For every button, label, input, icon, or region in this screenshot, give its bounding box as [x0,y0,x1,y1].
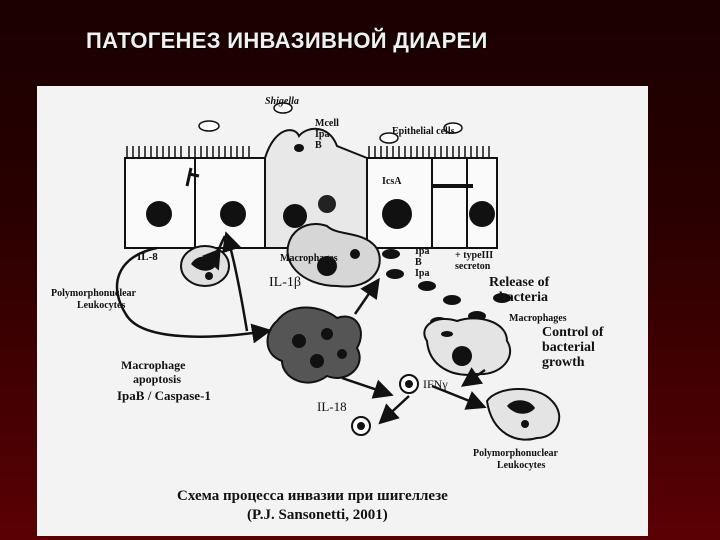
arrow-il1b [222,231,249,332]
label-macrophages-right: Macrophages [509,313,567,324]
arrow-il18 [378,395,410,425]
label-ipa-3: Ipa [415,268,429,279]
pmn-cell-bottom [485,388,561,441]
label-shigella: Shigella [265,96,299,107]
label-il1b: IL-1β [269,275,301,290]
apoptotic-macrophage [266,306,362,384]
caption-line2: (P.J. Sansonetti, 2001) [247,507,388,523]
slide-title: ПАТОГЕНЕЗ ИНВАЗИВНОЙ ДИАРЕИ [86,28,488,53]
diagram-svg: Shigella Mcell Ipa B Epithelial cells Ic… [51,96,604,523]
label-b: B [315,140,322,151]
shigella-bacteria [198,102,463,144]
label-icsa: IcsA [382,176,402,187]
label-pmn-top-1: Polymorphonuclear [51,288,137,299]
pathogenesis-diagram: Shigella Mcell Ipa B Epithelial cells Ic… [37,86,648,536]
lymphocyte-ifng [399,374,419,394]
label-release-2: bacteria [499,290,548,305]
label-apoptosis-2: apoptosis [133,372,181,386]
released-bacteria-cluster [382,249,511,327]
arrow-ifng-to-pmn [431,384,487,410]
label-ipa-2: B [415,257,422,268]
label-mcell: Mcell [315,118,339,129]
epithelial-layer [124,127,498,249]
label-release-1: Release of [489,275,550,290]
label-ipa-1: Ipa [415,246,429,257]
arrow-to-ifng [341,376,394,399]
pmn-cell-top [180,245,230,287]
label-il18: IL-18 [317,399,347,414]
label-control-1: Control of [542,325,604,340]
caption-line1: Схема процесса инвазии при шигеллезе [177,488,448,504]
label-epithelial-cells: Epithelial cells [392,126,455,137]
label-macrophages-top: Macrophages [280,253,338,264]
label-pmn-top-2: Leukocytes [77,300,125,311]
label-ipab-caspase: IpaB / Caspase-1 [117,388,211,403]
label-control-2: bacterial [542,340,595,355]
label-ipa: Ipa [315,129,329,140]
macrophage-right [423,317,512,376]
macrophage-top [286,223,381,288]
arrow-pmn-to-apoptosis [115,246,272,344]
flow-arrows [115,231,487,425]
label-il8: IL-8 [137,251,158,263]
label-pmn-bottom-1: Polymorphonuclear [473,448,559,459]
label-type3-1: + typeIII [455,250,493,261]
lymphocyte-il18 [351,416,371,436]
label-control-3: growth [542,355,585,370]
label-ifng: IFNγ [423,377,448,391]
label-type3-2: secreton [455,261,491,272]
arrow-to-release [353,277,380,315]
arrow-control [460,367,486,387]
label-apoptosis-1: Macrophage [121,358,186,372]
label-pmn-bottom-2: Leukocytes [497,460,545,471]
